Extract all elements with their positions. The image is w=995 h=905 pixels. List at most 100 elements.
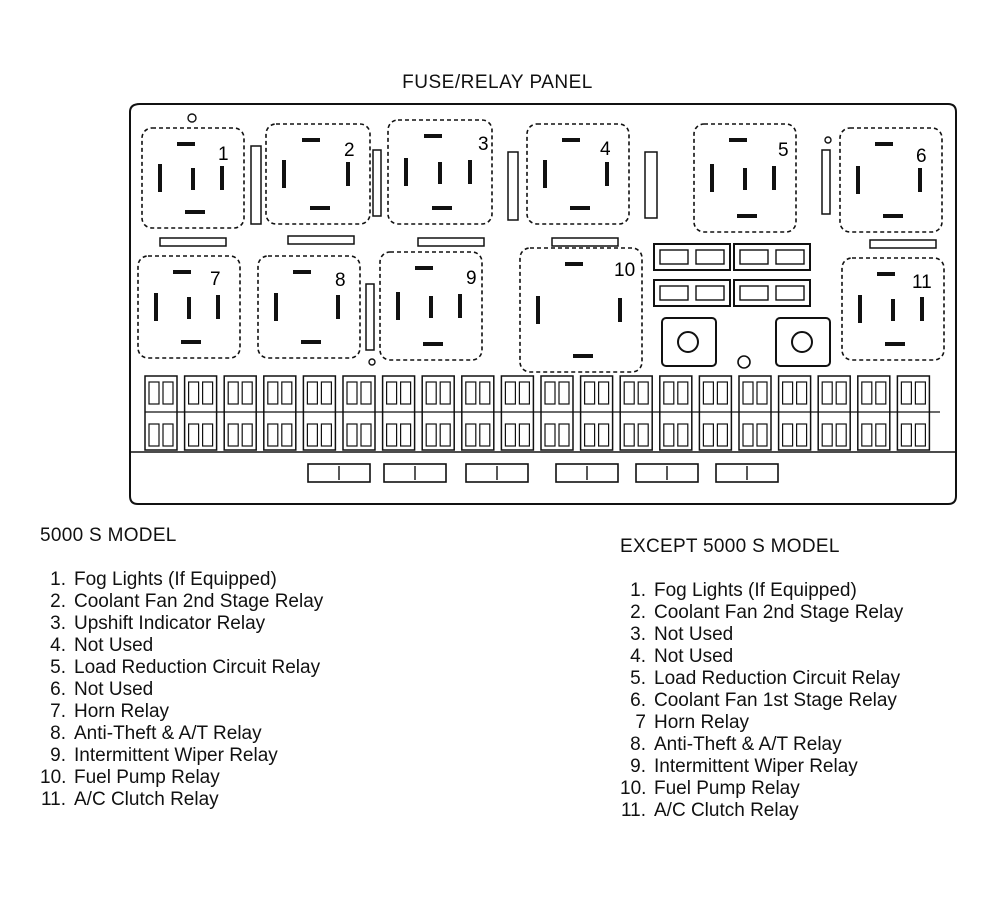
mounting-hole <box>737 355 751 369</box>
legend-item: 10.Fuel Pump Relay <box>40 767 323 789</box>
fuse <box>144 375 178 451</box>
mounting-hole <box>368 358 376 366</box>
panel-outline <box>129 103 957 505</box>
maxi-fuse <box>733 279 811 307</box>
fuse <box>183 375 218 451</box>
relay-number-label: 7 <box>210 269 221 290</box>
legend-item: 11.A/C Clutch Relay <box>620 800 903 822</box>
legend-item-number: 1. <box>630 580 646 601</box>
legend-item-number: 4. <box>630 646 646 667</box>
terminal-post <box>661 317 717 367</box>
legend-item-label: Fog Lights (If Equipped) <box>74 569 277 590</box>
spare-fuse <box>465 463 529 483</box>
legend-item: 7 Horn Relay <box>620 712 903 734</box>
legend-item: 8.Anti-Theft & A/T Relay <box>620 734 903 756</box>
legend-item-label: Load Reduction Circuit Relay <box>74 657 321 678</box>
terminal-post <box>775 317 831 367</box>
legend-heading: 5000 S MODEL <box>40 525 177 546</box>
fuse <box>619 375 653 451</box>
legend-item: 3.Upshift Indicator Relay <box>40 613 323 635</box>
legend-item-number: 11. <box>40 789 66 810</box>
legend-item-label: Horn Relay <box>654 712 750 733</box>
legend-item-label: Horn Relay <box>74 701 170 722</box>
legend-item: 2. Coolant Fan 2nd Stage Relay <box>620 602 903 624</box>
legend-item-number: 10. <box>40 767 67 788</box>
legend-item-label: Load Reduction Circuit Relay <box>654 668 901 689</box>
legend-item-label: Coolant Fan 2nd Stage Relay <box>74 591 324 612</box>
legend-item-label: Coolant Fan 2nd Stage Relay <box>654 602 904 623</box>
separator-strip <box>250 145 262 225</box>
relay-socket-8: 8 <box>257 255 361 359</box>
separator-strip <box>365 283 375 351</box>
spare-fuse <box>635 463 699 483</box>
fuse-row <box>144 375 940 451</box>
separator-strip <box>287 235 355 245</box>
legend-item-number: 5. <box>50 657 66 678</box>
legend-except-5000s: EXCEPT 5000 S MODEL 1.Fog Lights (If Equ… <box>620 536 903 822</box>
legend-item-label: A/C Clutch Relay <box>654 800 799 821</box>
fuse <box>817 375 851 451</box>
diagram-title: FUSE/RELAY PANEL <box>402 72 593 93</box>
legend-item-number: 7 <box>635 712 646 733</box>
legend-item-label: Fog Lights (If Equipped) <box>654 580 857 601</box>
legend-item-number: 8. <box>50 723 66 744</box>
fuse <box>738 375 772 451</box>
legend-item-number: 5. <box>630 668 646 689</box>
legend-item-number: 9. <box>630 756 646 777</box>
relay-number-label: 4 <box>600 139 611 160</box>
legend-item-label: Not Used <box>74 679 154 700</box>
legend-item: 10. Fuel Pump Relay <box>620 778 903 800</box>
legend-item-number: 9. <box>50 745 66 766</box>
relay-socket-9: 9 <box>379 251 483 361</box>
fuse <box>381 375 416 451</box>
legend-item-label: Not Used <box>654 646 734 667</box>
relay-number-label: 10 <box>614 260 635 281</box>
legend-item-number: 3. <box>50 613 66 634</box>
legend-item: 11. A/C Clutch Relay <box>40 789 323 811</box>
spare-fuse-row <box>307 463 779 483</box>
legend-item-number: 10. <box>620 778 647 799</box>
relay-socket-6: 6 <box>839 127 943 233</box>
fuse <box>342 375 376 451</box>
legend-item-number: 7. <box>50 701 66 722</box>
legend-item: 4. Not Used <box>620 646 903 668</box>
legend-item: 2.Coolant Fan 2nd Stage Relay <box>40 591 323 613</box>
spare-fuse <box>383 463 447 483</box>
legend-item: 6.Coolant Fan 1st Stage Relay <box>620 690 903 712</box>
relay-socket-4: 4 <box>526 123 630 225</box>
fuse <box>896 375 931 451</box>
fuse <box>263 375 297 451</box>
separator-strip <box>159 237 227 247</box>
fuse <box>579 375 614 451</box>
legend-item: 1. Fog Lights (If Equipped) <box>40 569 323 591</box>
legend-5000s: 5000 S MODEL 1. Fog Lights (If Equipped)2… <box>40 525 323 811</box>
relay-number-label: 8 <box>335 270 346 291</box>
separator-strip <box>417 237 485 247</box>
relay-number-label: 1 <box>218 144 229 165</box>
mounting-hole <box>824 136 832 144</box>
legend-item-label: Anti-Theft & A/T Relay <box>654 734 842 755</box>
separator-strip <box>869 239 937 249</box>
legend-item: 7. Horn Relay <box>40 701 323 723</box>
legend-item-number: 6. <box>630 690 646 711</box>
legend-item-number: 1. <box>50 569 66 590</box>
legend-item-label: Intermittent Wiper Relay <box>654 756 858 777</box>
legend-item-label: Not Used <box>74 635 154 656</box>
legend-item: 1. Fog Lights (If Equipped) <box>620 580 903 602</box>
legend-item-number: 2. <box>630 602 646 623</box>
relay-socket-10: 10 <box>519 247 643 373</box>
fuse <box>777 375 812 451</box>
legend-item-label: A/C Clutch Relay <box>74 789 219 810</box>
relay-socket-5: 5 <box>693 123 797 233</box>
spare-fuse <box>307 463 371 483</box>
relay-number-label: 5 <box>778 140 789 161</box>
legend-item-label: Intermittent Wiper Relay <box>74 745 278 766</box>
relay-socket-2: 2 <box>265 123 371 225</box>
separator-strip <box>507 151 519 221</box>
separator-strip <box>372 149 382 217</box>
legend-item-label: Anti-Theft & A/T Relay <box>74 723 262 744</box>
fuse <box>223 375 257 451</box>
separator-strip <box>821 149 831 215</box>
legend-item-label: Fuel Pump Relay <box>654 778 800 799</box>
